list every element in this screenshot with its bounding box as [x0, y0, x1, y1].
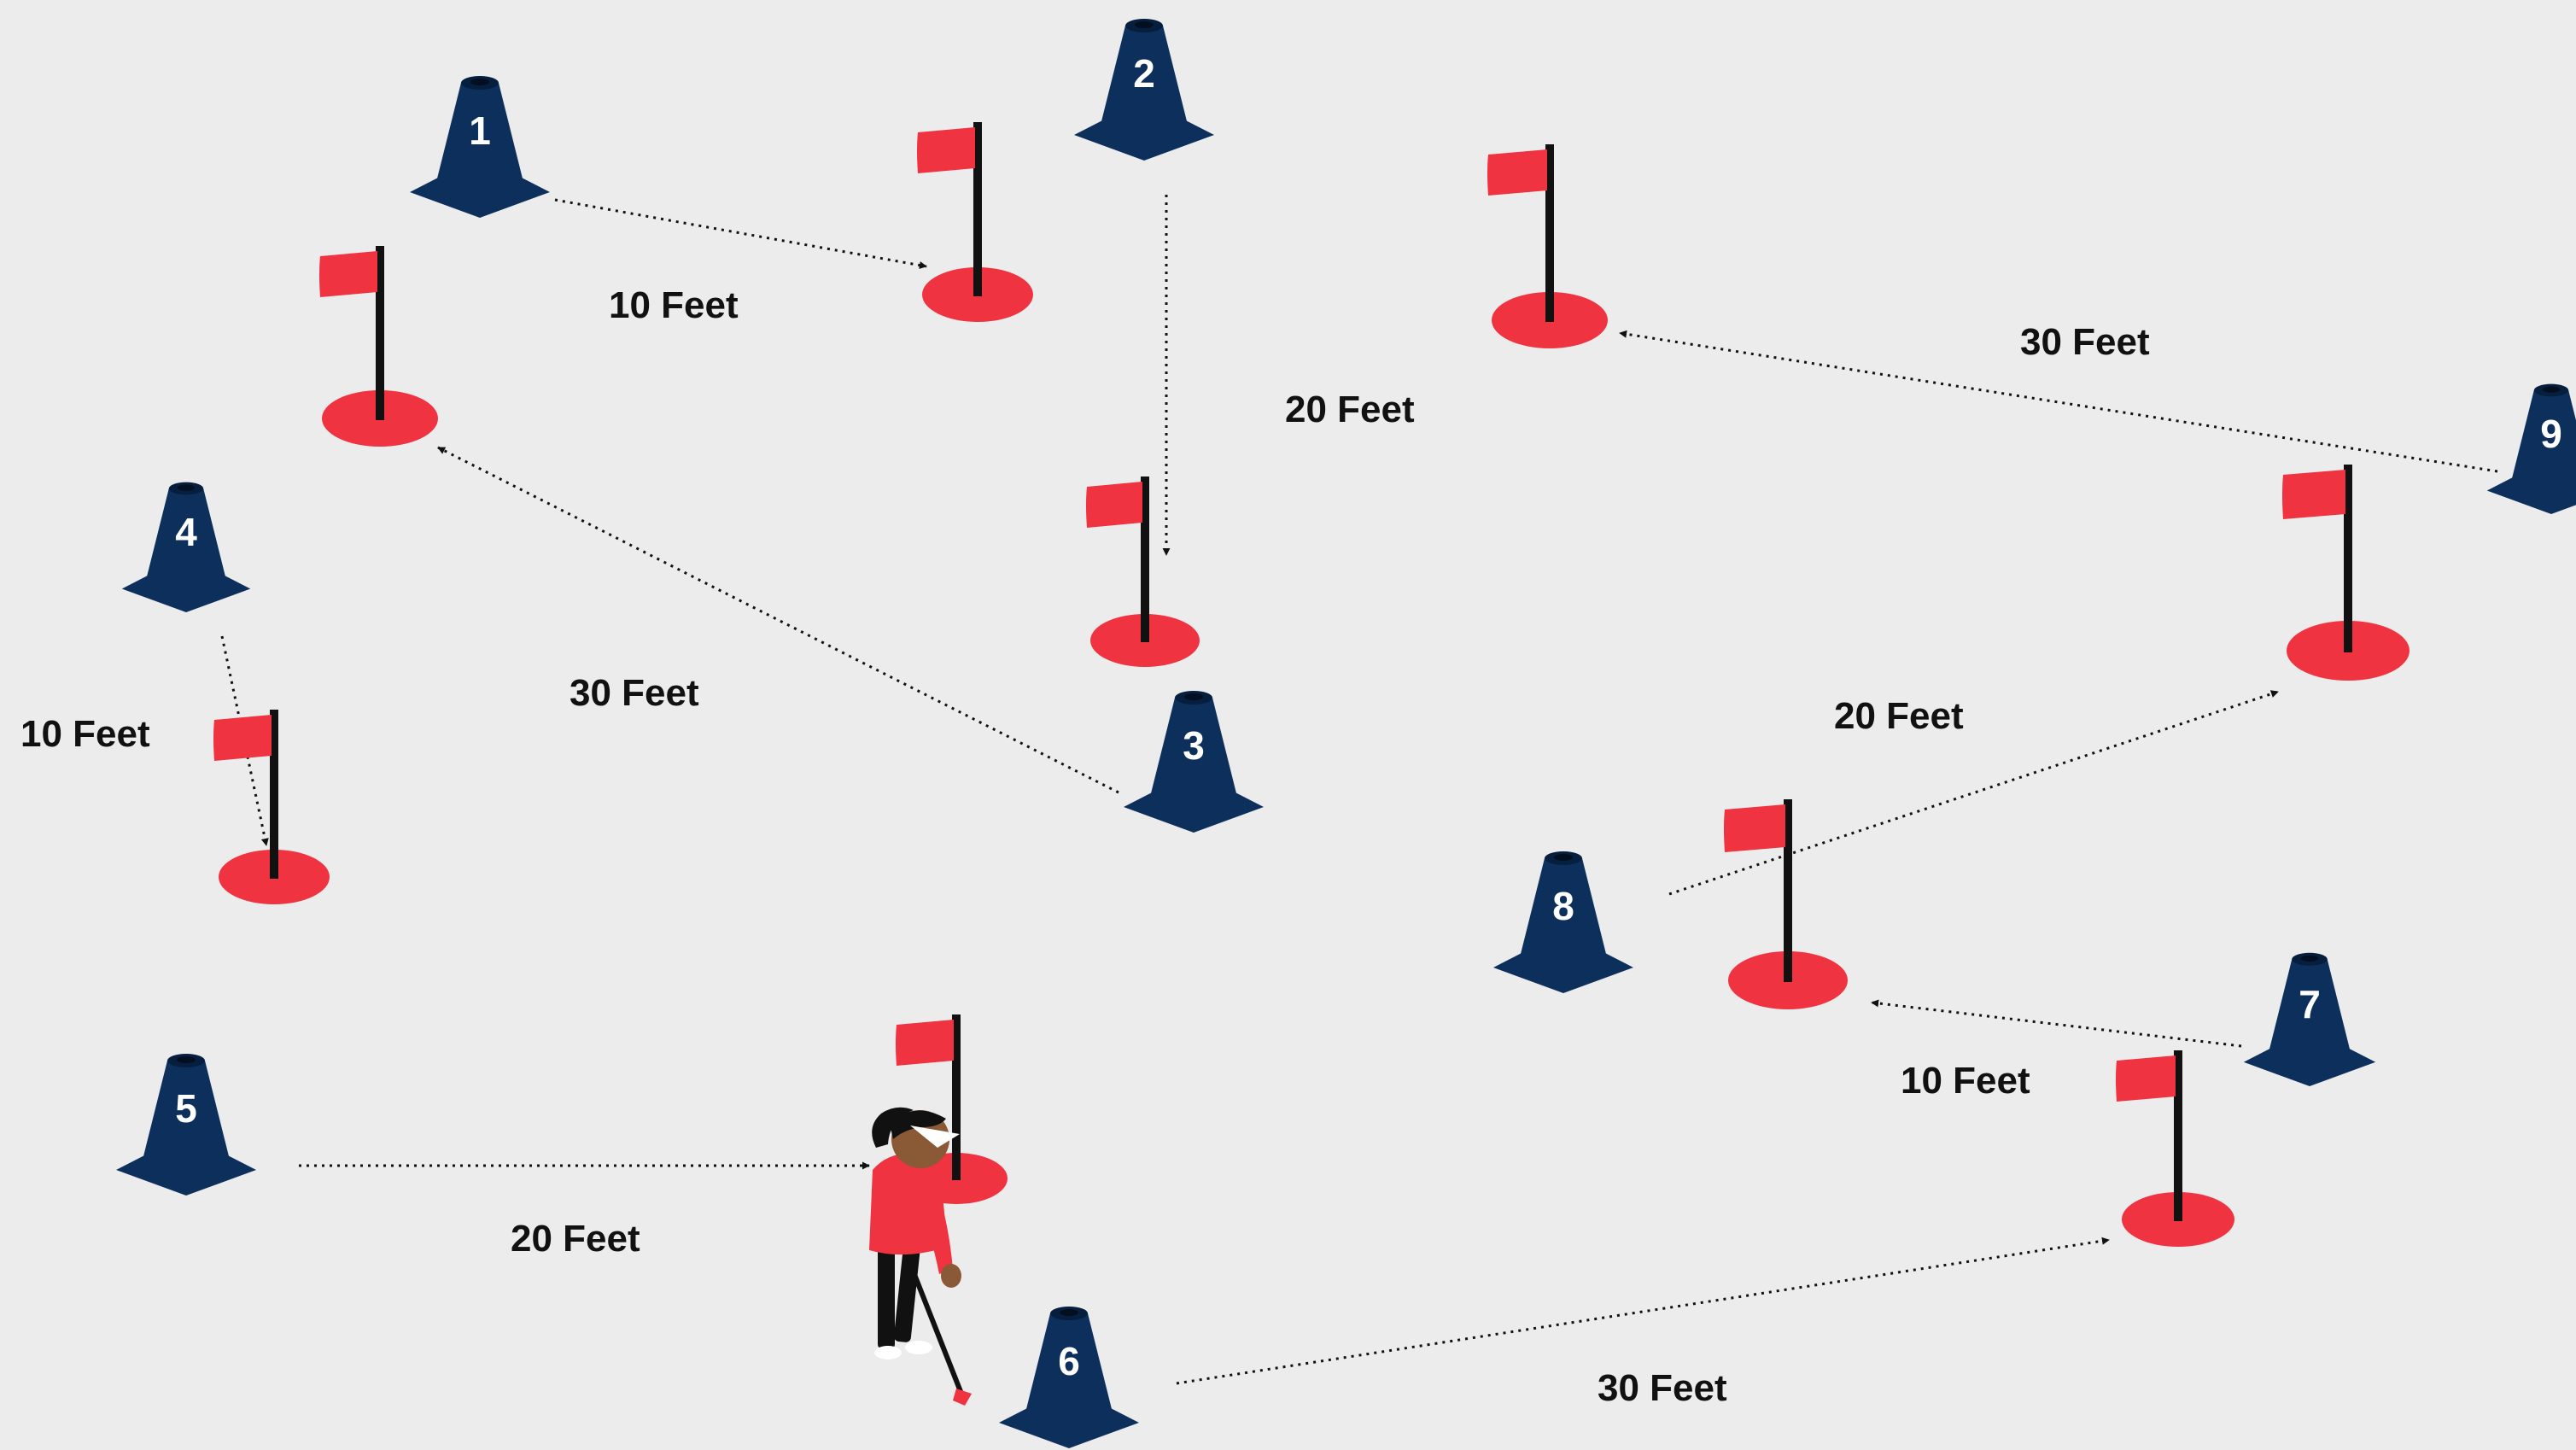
distance-label: 30 Feet — [2020, 321, 2150, 363]
arrow-cone-8 — [1668, 690, 2279, 896]
golf-holes — [213, 122, 2410, 1247]
traffic-cone-icon: 7 — [2243, 952, 2376, 1086]
traffic-cone-icon: 6 — [999, 1307, 1139, 1448]
distance-label: 30 Feet — [1598, 1367, 1727, 1409]
cone-number: 1 — [469, 108, 491, 153]
cone-number: 8 — [1552, 884, 1574, 928]
golfer-figure-icon — [869, 1107, 972, 1406]
traffic-cone-icon: 3 — [1124, 691, 1264, 833]
cone-number: 5 — [175, 1086, 197, 1131]
distance-label: 10 Feet — [609, 284, 739, 326]
arrow-cone-1 — [554, 198, 927, 269]
distance-label: 10 Feet — [20, 713, 150, 755]
cone-number: 4 — [175, 510, 197, 554]
golf-flag-icon — [917, 122, 1033, 322]
arrow-cone-3 — [437, 446, 1119, 794]
distance-arrows — [220, 195, 2498, 1385]
cones: 1 2 3 4 5 6 7 8 — [116, 19, 2576, 1448]
golf-flag-icon — [2116, 1050, 2234, 1247]
traffic-cone-icon: 4 — [121, 482, 251, 612]
distance-label: 20 Feet — [1834, 695, 1964, 737]
distance-label: 20 Feet — [1285, 389, 1415, 430]
cone-number: 7 — [2299, 982, 2321, 1026]
distance-label: 20 Feet — [511, 1218, 640, 1260]
golf-flag-icon — [1487, 144, 1608, 348]
distance-label: 30 Feet — [570, 672, 699, 714]
golf-flag-icon — [2282, 465, 2410, 681]
traffic-cone-icon: 2 — [1074, 19, 1214, 161]
cone-number: 2 — [1133, 51, 1155, 96]
arrow-cone-6 — [1176, 1237, 2110, 1385]
cone-number: 6 — [1058, 1339, 1080, 1383]
arrow-cone-7 — [1871, 999, 2242, 1048]
cone-number: 3 — [1183, 723, 1205, 768]
golf-flag-icon — [1724, 799, 1848, 1009]
distance-label: 10 Feet — [1901, 1060, 2030, 1102]
golf-flag-icon — [1086, 477, 1200, 667]
traffic-cone-icon: 9 — [2486, 383, 2576, 514]
golf-flag-icon — [213, 710, 330, 904]
golf-flag-icon — [319, 246, 438, 447]
arrow-cone-9 — [1619, 330, 2498, 473]
traffic-cone-icon: 5 — [116, 1054, 256, 1196]
arrow-cone-4 — [220, 635, 269, 846]
traffic-cone-icon: 1 — [410, 76, 550, 218]
cone-number: 9 — [2540, 412, 2562, 456]
traffic-cone-icon: 8 — [1493, 851, 1633, 993]
distance-labels: 10 Feet 20 Feet 30 Feet 10 Feet 20 Feet … — [20, 284, 2150, 1409]
